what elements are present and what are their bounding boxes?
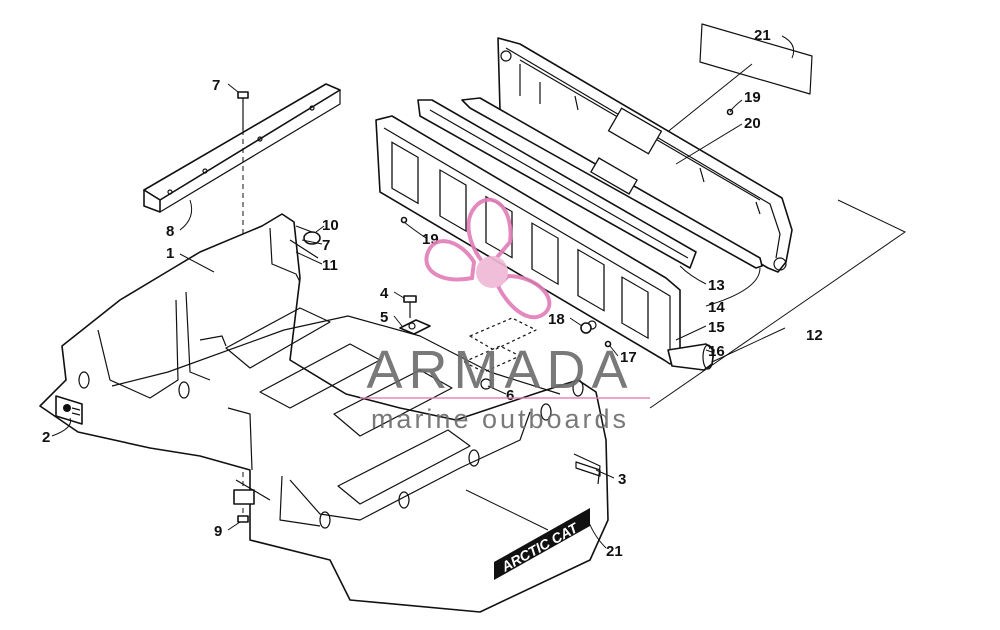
bed-rail-part bbox=[143, 83, 341, 213]
latch-rod-part bbox=[461, 97, 763, 269]
warning-label bbox=[55, 395, 83, 425]
callout-7-lower: 7 bbox=[322, 237, 330, 254]
callout-2: 2 bbox=[42, 429, 50, 446]
tailgate-outer-part bbox=[497, 37, 793, 273]
callout-7: 7 bbox=[212, 77, 220, 94]
callout-3: 3 bbox=[618, 471, 626, 488]
callout-21-bottom: 21 bbox=[606, 543, 623, 560]
callout-5: 5 bbox=[380, 309, 388, 326]
tailgate-inner-part bbox=[417, 99, 697, 269]
leader-lines bbox=[51, 83, 761, 549]
armada-watermark: ARMADA marine outboards bbox=[360, 197, 650, 434]
watermark-brand: ARMADA bbox=[366, 340, 633, 400]
tailgate-group-outline bbox=[649, 63, 906, 409]
callout-1: 1 bbox=[166, 245, 174, 262]
propeller-logo-icon bbox=[424, 197, 552, 320]
callout-20: 20 bbox=[744, 115, 761, 132]
callout-19-right: 19 bbox=[744, 89, 761, 106]
callout-14: 14 bbox=[708, 299, 725, 316]
callout-16: 16 bbox=[708, 343, 725, 360]
callout-13: 13 bbox=[708, 277, 725, 294]
callout-21-top: 21 bbox=[754, 27, 771, 44]
callout-9: 9 bbox=[214, 523, 222, 540]
watermark-tagline: marine outboards bbox=[371, 404, 629, 434]
callout-17: 17 bbox=[620, 349, 637, 366]
callout-11: 11 bbox=[322, 257, 338, 274]
callout-8: 8 bbox=[166, 223, 174, 240]
callout-6: 6 bbox=[506, 387, 514, 404]
callout-10: 10 bbox=[322, 217, 339, 234]
part-17-rivet bbox=[604, 340, 612, 348]
callout-18: 18 bbox=[548, 311, 565, 328]
cargo-box-part bbox=[39, 213, 609, 613]
part-18-grommet bbox=[580, 322, 592, 334]
upper-decal-part bbox=[699, 23, 813, 95]
hinge-pin-part bbox=[667, 343, 715, 371]
bracket-nut-part bbox=[233, 489, 255, 523]
screw-top-part bbox=[237, 91, 249, 130]
callout-4: 4 bbox=[380, 285, 389, 302]
callout-15: 15 bbox=[708, 319, 725, 336]
side-label-part bbox=[575, 461, 601, 477]
bolt-plate-part bbox=[399, 295, 431, 335]
callout-12: 12 bbox=[806, 327, 823, 344]
part-19-rivet-left bbox=[400, 216, 408, 224]
